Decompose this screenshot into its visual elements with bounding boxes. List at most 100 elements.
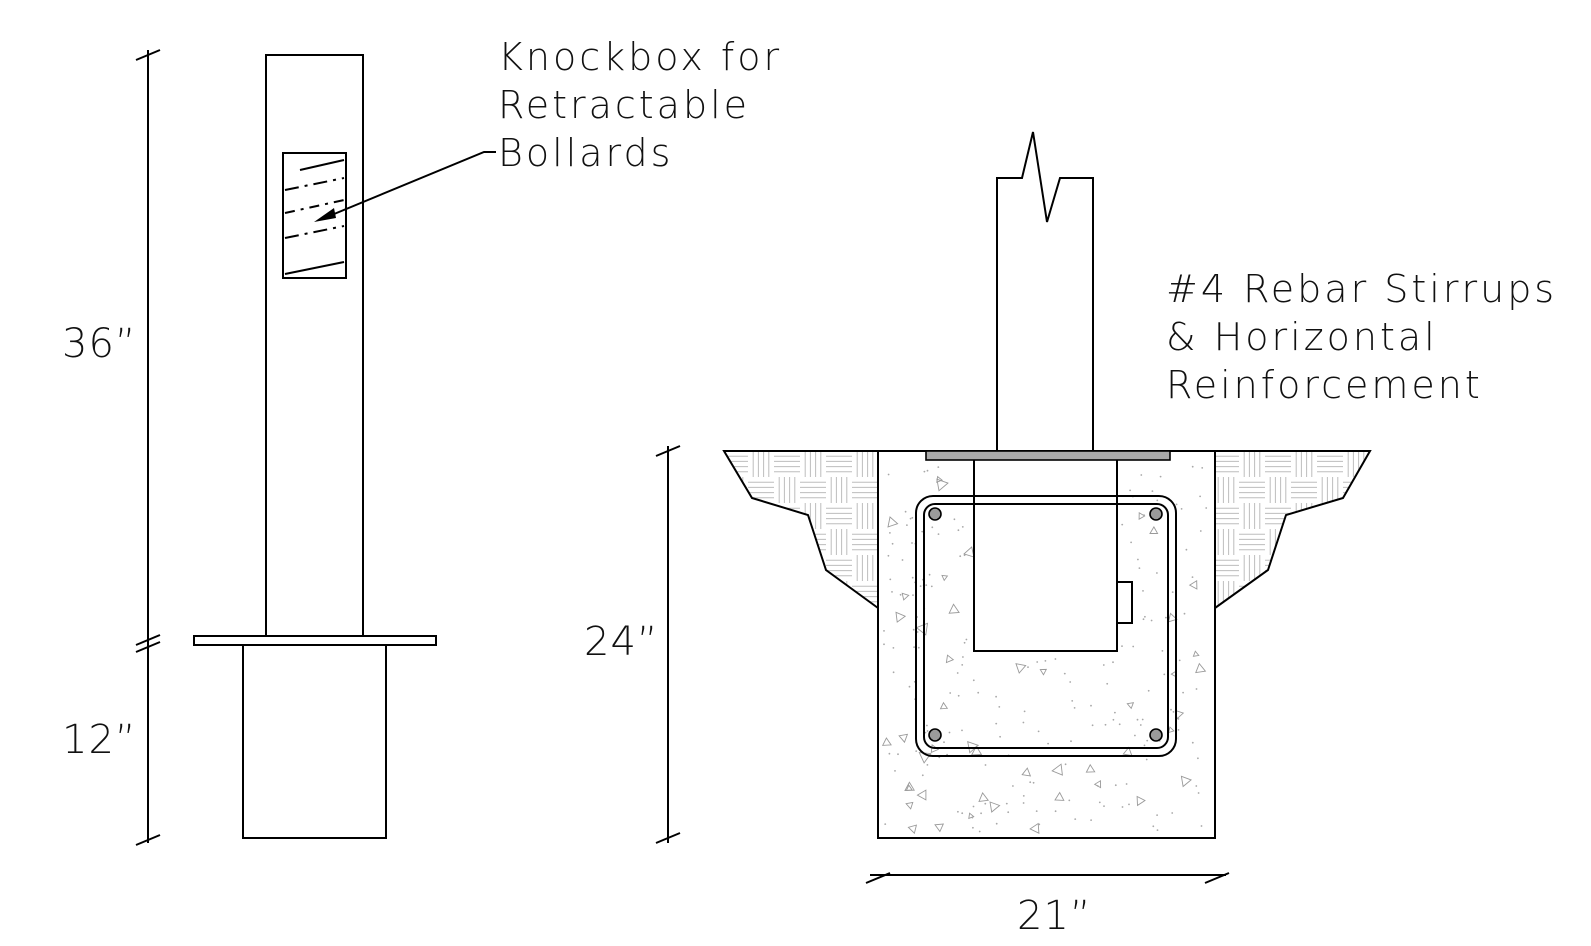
aggregate-dot	[1128, 803, 1130, 806]
aggregate-triangle	[934, 823, 945, 833]
aggregate-dot	[1007, 811, 1010, 814]
aggregate-dot	[1054, 810, 1057, 813]
aggregate-dot	[1073, 707, 1076, 709]
aggregate-dot	[921, 774, 924, 777]
aggregate-dot	[1102, 664, 1105, 666]
aggregate-dot	[1145, 758, 1148, 761]
aggregate-triangle	[989, 801, 1001, 813]
rebar-label-line-1: #4 Rebar Stirrups	[1166, 267, 1557, 311]
aggregate-dot	[911, 576, 914, 579]
aggregate-dot	[1195, 785, 1198, 787]
aggregate-dot	[926, 469, 929, 472]
aggregate-dot	[906, 524, 908, 526]
aggregate-dot	[1163, 673, 1166, 676]
aggregate-dot	[1044, 660, 1047, 662]
aggregate-dot	[912, 594, 914, 596]
aggregate-dot	[911, 516, 914, 519]
aggregate-dot	[891, 591, 893, 593]
aggregate-dot	[957, 694, 960, 697]
aggregate-triangle	[1051, 763, 1063, 776]
aggregate-dot	[1071, 700, 1074, 702]
aggregate-dot	[917, 646, 920, 649]
aggregate-dot	[984, 764, 987, 766]
aggregate-triangle	[936, 478, 949, 492]
aggregate-triangle	[1195, 662, 1207, 674]
aggregate-dot	[995, 722, 998, 725]
aggregate-dot	[937, 533, 940, 535]
aggregate-dot	[999, 735, 1001, 738]
aggregate-triangle	[945, 654, 955, 664]
aggregate-dot	[1138, 567, 1141, 569]
rebar-label-line-3: Reinforcement	[1166, 363, 1483, 407]
aggregate-triangle	[887, 516, 899, 528]
knockbox-leader	[314, 151, 496, 222]
aggregate-triangle	[916, 789, 927, 801]
aggregate-dot	[1090, 819, 1092, 821]
aggregate-dot	[1177, 718, 1180, 720]
aggregate-dot	[971, 816, 974, 819]
concrete-aggregate	[881, 465, 1208, 835]
aggregate-dot	[1054, 658, 1057, 660]
aggregate-dot	[1136, 718, 1139, 721]
section-base-plate	[925, 450, 1171, 461]
knockbox-hatch	[284, 159, 345, 275]
aggregate-dot	[965, 638, 968, 641]
aggregate-dot	[1143, 514, 1145, 516]
section-post-break	[996, 131, 1094, 451]
aggregate-dot	[1200, 825, 1203, 827]
dimension-12: 12”	[62, 717, 137, 763]
aggregate-dot	[1191, 576, 1194, 578]
aggregate-dot	[883, 643, 885, 646]
rebar-bar-bottom-left	[928, 728, 942, 742]
aggregate-dot	[887, 554, 890, 557]
aggregate-triangle	[905, 784, 913, 791]
aggregate-dot	[1171, 591, 1174, 593]
aggregate-dot	[980, 812, 982, 815]
aggregate-triangle	[1126, 702, 1135, 710]
left-soil-hatch	[724, 451, 878, 608]
aggregate-dot	[1106, 682, 1109, 685]
aggregate-triangle	[936, 475, 943, 484]
aggregate-dot	[931, 526, 934, 529]
aggregate-dot	[912, 628, 915, 631]
aggregate-dot	[1172, 711, 1175, 713]
aggregate-triangle	[970, 745, 983, 756]
aggregate-dot	[928, 573, 931, 576]
knockbox-label-line-3: Bollards	[498, 131, 673, 175]
aggregate-dot	[926, 724, 928, 727]
aggregate-triangle	[1021, 767, 1032, 777]
elevation-view	[135, 49, 496, 846]
knockbox	[282, 152, 347, 279]
aggregate-dot	[1151, 490, 1154, 492]
right-soil-outline	[1214, 450, 1372, 609]
aggregate-dot	[1096, 785, 1099, 787]
aggregate-dot	[978, 830, 981, 833]
aggregate-triangle	[1167, 612, 1178, 623]
aggregate-dot	[1129, 489, 1131, 492]
aggregate-dot	[959, 555, 962, 558]
aggregate-dot	[1195, 688, 1198, 690]
aggregate-dot	[930, 585, 933, 588]
aggregate-dot	[1161, 650, 1164, 652]
aggregate-dot	[1063, 672, 1066, 675]
aggregate-dot	[1191, 465, 1194, 468]
rebar-bar-top-left	[928, 507, 942, 521]
aggregate-dot	[1150, 619, 1153, 622]
aggregate-dot	[995, 822, 998, 825]
aggregate-dot	[1142, 590, 1144, 592]
aggregate-dot	[1182, 691, 1184, 694]
aggregate-dot	[1022, 721, 1025, 724]
aggregate-triangle	[1188, 580, 1198, 590]
aggregate-dot	[1183, 612, 1186, 615]
left-soil-outline	[722, 450, 879, 609]
aggregate-dot	[1147, 689, 1150, 692]
aggregate-dot	[961, 812, 964, 815]
aggregate-dot	[1121, 806, 1124, 808]
rebar-bar-top-right	[1149, 507, 1163, 521]
aggregate-dot	[894, 770, 896, 772]
aggregate-dot	[948, 731, 951, 734]
aggregate-dot	[1027, 666, 1029, 668]
aggregate-dot	[883, 630, 885, 632]
aggregate-triangle	[915, 622, 929, 636]
aggregate-dot	[926, 764, 929, 766]
